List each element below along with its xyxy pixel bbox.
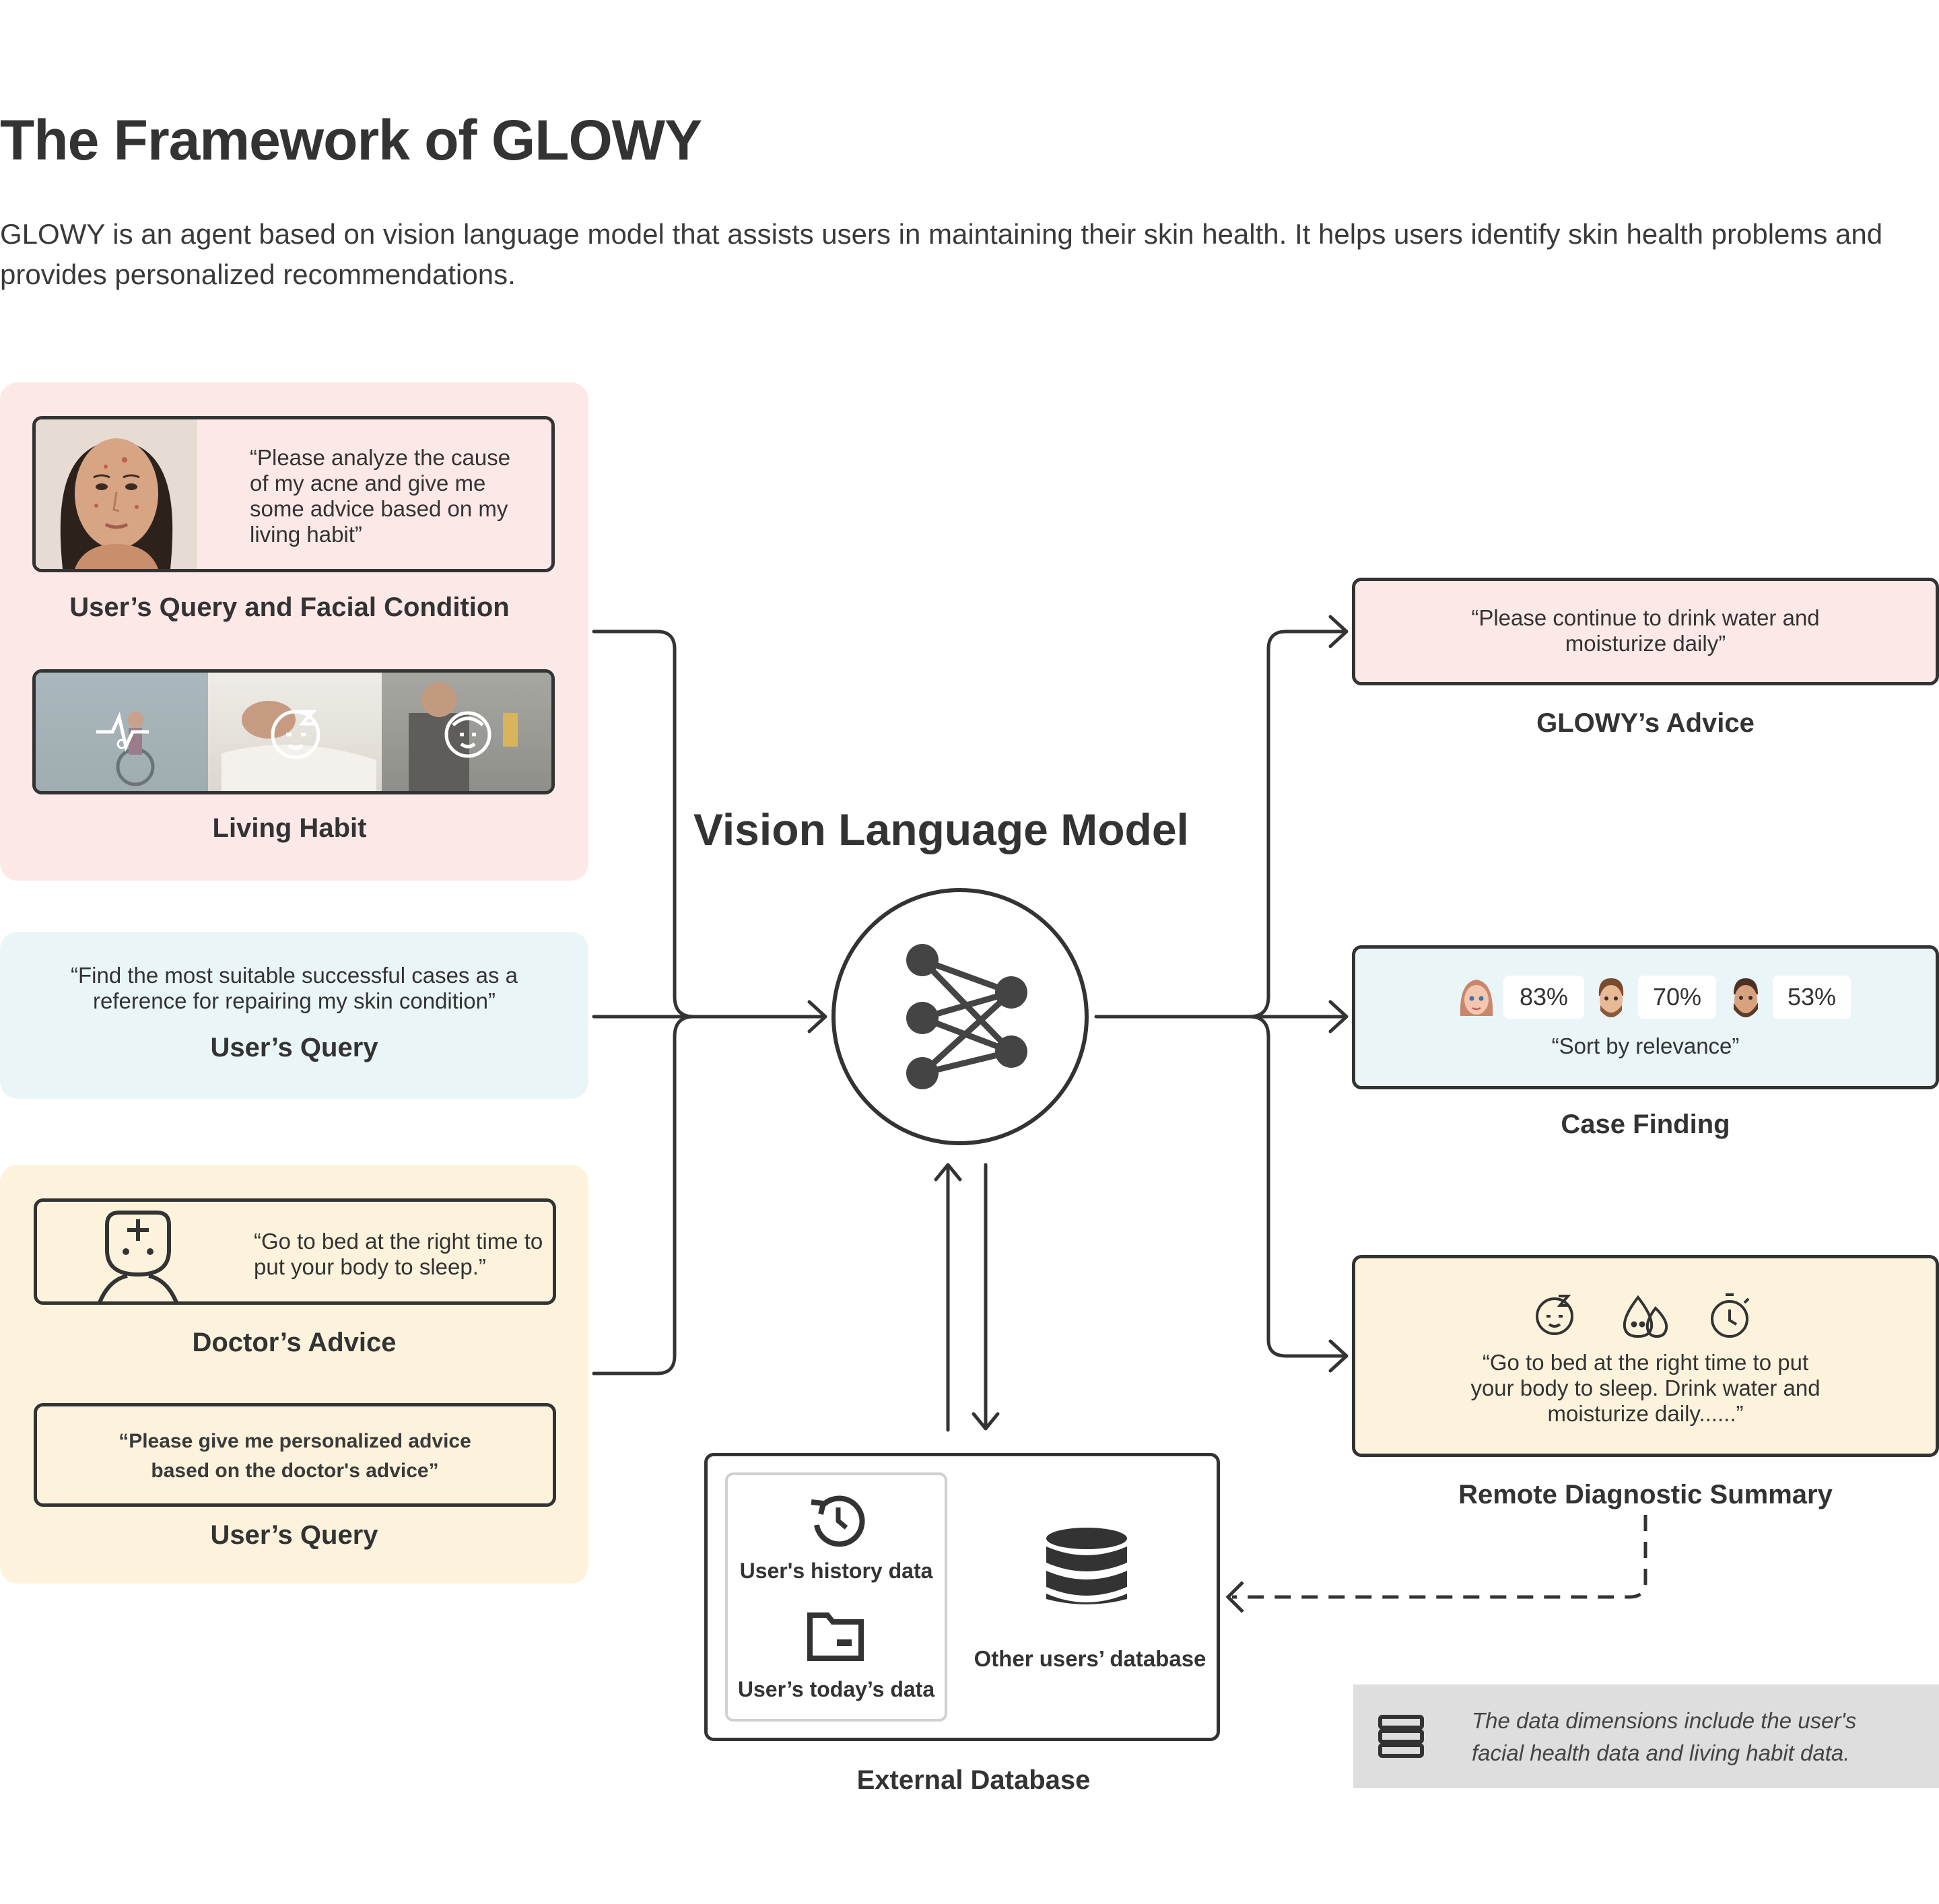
external-database-label: External Database <box>856 1765 1091 1795</box>
page-subtitle: GLOWY is an agent based on vision langua… <box>0 218 1883 290</box>
sleeping-photo <box>208 673 382 791</box>
glowy-advice-card: “Please continue to drink water and mois… <box>1352 578 1939 685</box>
neural-network-icon <box>920 957 1014 1077</box>
doctor-advice-quote: “Go to bed at the right time to put your… <box>254 1229 543 1279</box>
doctor-advice-label: Doctor’s Advice <box>192 1328 397 1357</box>
diagnostic-summary-card: “Go to bed at the right time to put your… <box>1352 1255 1939 1457</box>
history-icon <box>811 1495 865 1547</box>
sleep-face-icon <box>1536 1295 1573 1335</box>
case-score-3: 53% <box>1773 976 1851 1019</box>
external-database-card: User's history data User’s today’s data … <box>704 1453 1220 1741</box>
diagnostic-summary-label: Remote Diagnostic Summary <box>1458 1480 1833 1509</box>
doctor-advice-card: “Go to bed at the right time to put your… <box>34 1198 556 1305</box>
face-query-quote: “Please analyze the cause of my acne and… <box>250 445 511 547</box>
note-box: The data dimensions include the user's f… <box>1353 1685 1939 1788</box>
food-face-icon <box>444 711 491 758</box>
glowy-advice-quote: “Please continue to drink water and mois… <box>1471 605 1820 656</box>
case-finding-label: Case Finding <box>1561 1110 1730 1139</box>
other-users-label: Other users’ database <box>974 1646 1206 1671</box>
input-arrowhead <box>807 1000 827 1033</box>
case-query-label: User’s Query <box>210 1033 378 1062</box>
model-circle <box>831 888 1089 1145</box>
feedback-dashed-line <box>1232 1515 1647 1599</box>
female-avatar-icon <box>1460 980 1493 1016</box>
living-habit-card <box>32 669 555 794</box>
sleep-face-icon <box>271 710 320 759</box>
case-item-1: 83% <box>1456 976 1591 1021</box>
note-text: The data dimensions include the user's f… <box>1472 1708 1857 1765</box>
water-drops-icon <box>1623 1295 1668 1338</box>
page-title: The Framework of GLOWY <box>0 108 702 172</box>
case-item-2: 70% <box>1591 976 1726 1021</box>
case-score-1: 83% <box>1503 976 1584 1019</box>
input-connector-top <box>592 630 695 1019</box>
face-query-label: User’s Query and Facial Condition <box>69 592 510 622</box>
input-connector-bottom <box>592 1015 695 1375</box>
male-avatar-icon <box>1598 978 1624 1017</box>
eating-photo <box>382 673 551 791</box>
case-item-3: 53% <box>1726 976 1860 1021</box>
face-photo <box>36 419 197 569</box>
model-label: Vision Language Model <box>693 805 1189 854</box>
output-connector-bottom <box>1248 1015 1347 1358</box>
living-habit-label: Living Habit <box>212 813 367 843</box>
database-icon <box>1046 1528 1127 1604</box>
output-arrowhead-bottom <box>1328 1339 1349 1373</box>
output-arrowhead-middle <box>1328 1000 1349 1033</box>
case-query-panel <box>0 932 588 1099</box>
today-data-label: User’s today’s data <box>737 1677 935 1701</box>
bearded-male-avatar-icon <box>1734 978 1758 1017</box>
case-query-quote: “Find the most suitable successful cases… <box>71 963 518 1013</box>
layers-icon <box>1378 1715 1424 1758</box>
glowy-advice-label: GLOWY’s Advice <box>1536 708 1755 738</box>
timer-icon <box>1711 1293 1750 1338</box>
case-sort-text: “Sort by relevance” <box>1551 1033 1740 1058</box>
case-finding-card: 83% 70% 53% “Sort by relevance” <box>1352 945 1939 1089</box>
user-data-box: User's history data User’s today’s data <box>725 1472 947 1722</box>
output-connector-top <box>1248 630 1347 1019</box>
history-data-label: User's history data <box>739 1559 933 1583</box>
heartbeat-icon <box>96 712 149 752</box>
personalized-query-quote: “Please give me personalized advice base… <box>118 1430 471 1482</box>
diagnostic-summary-quote: “Go to bed at the right time to put your… <box>1470 1350 1821 1426</box>
personalized-query-label: User’s Query <box>210 1520 378 1550</box>
personalized-query-card: “Please give me personalized advice base… <box>34 1403 556 1507</box>
summary-icons <box>1536 1293 1750 1338</box>
doctor-icon <box>98 1211 178 1301</box>
output-arrowhead-top <box>1328 615 1349 648</box>
face-query-card: “Please analyze the cause of my acne and… <box>32 416 555 572</box>
folder-icon <box>807 1612 864 1661</box>
case-score-2: 70% <box>1638 976 1716 1019</box>
cycling-photo <box>36 673 208 791</box>
